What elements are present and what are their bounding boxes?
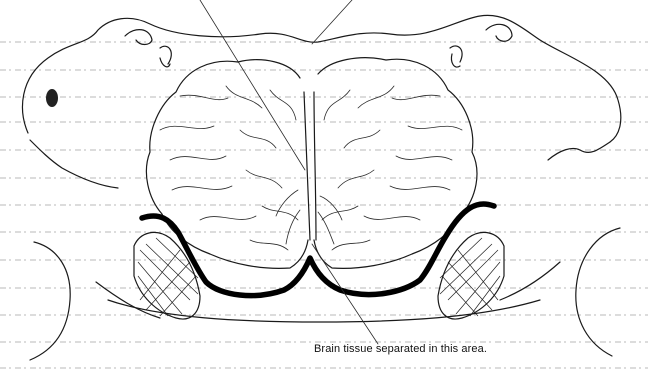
left-brain-hemisphere: [146, 60, 308, 269]
right-brain-hemisphere: [314, 58, 477, 269]
left-mark: [46, 89, 58, 107]
ruled-lines: [0, 42, 648, 368]
left-cerebellum: [134, 232, 200, 319]
right-ear: [486, 24, 512, 41]
left-brain-gyri: [160, 86, 298, 250]
right-brain-gyri: [322, 86, 462, 250]
pointer-line-right: [312, 0, 352, 44]
right-eye: [450, 46, 462, 67]
left-eye: [160, 46, 171, 67]
right-nose: [548, 142, 610, 160]
right-cerebellum: [438, 232, 504, 319]
head-outline: [23, 15, 621, 142]
right-shoulder-arc: [576, 228, 620, 356]
left-nose: [30, 140, 118, 188]
figure-caption: Brain tissue separated in this area.: [314, 343, 487, 355]
pointer-line-left: [200, 0, 305, 170]
midline-separation: [304, 92, 316, 240]
right-outer-curve: [500, 262, 560, 300]
